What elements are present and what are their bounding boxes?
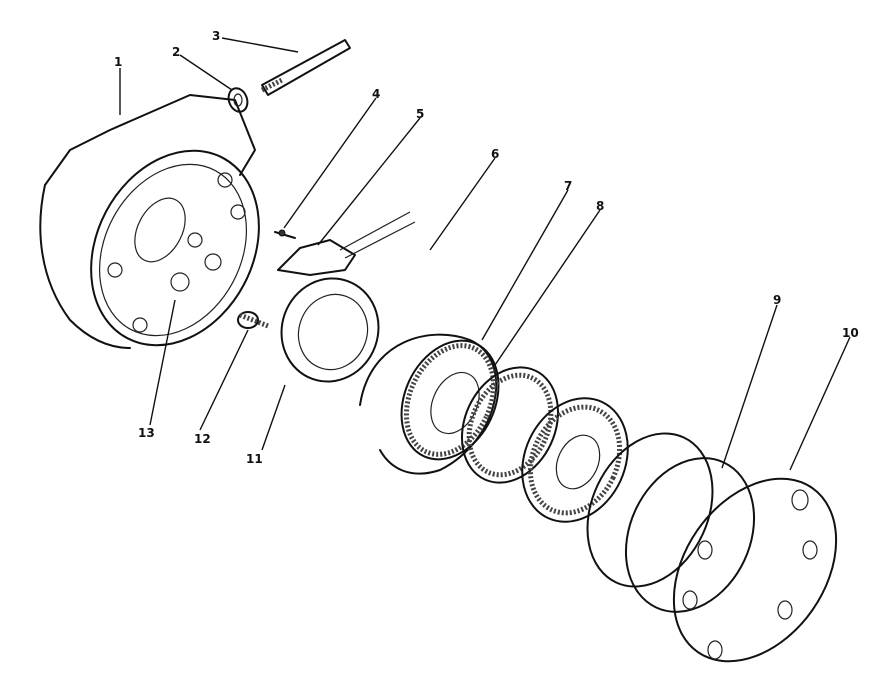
callout-3: 3	[212, 29, 220, 43]
callout-10: 10	[842, 326, 859, 340]
part-spring	[237, 311, 269, 329]
leader-lines	[119, 37, 851, 471]
part-pin	[274, 229, 296, 239]
callout-7: 7	[564, 179, 572, 193]
callout-12: 12	[194, 432, 211, 446]
callout-4: 4	[372, 87, 380, 101]
callout-1: 1	[114, 55, 122, 69]
part-cover	[672, 477, 838, 663]
callout-11: 11	[246, 452, 263, 466]
part-backing-plate	[586, 432, 756, 613]
callout-13: 13	[138, 426, 155, 440]
part-housing	[39, 94, 260, 349]
part-cam	[227, 87, 249, 113]
callout-6: 6	[491, 147, 499, 161]
part-lever	[277, 211, 416, 276]
part-shaft	[260, 39, 351, 96]
callout-5: 5	[416, 107, 424, 121]
callout-8: 8	[596, 199, 604, 213]
part-friction-discs	[359, 333, 629, 523]
callouts: 1 2 3 4 5 6 7 8 9 10 11 12 13	[114, 29, 859, 466]
callout-2: 2	[172, 45, 180, 59]
part-brake-shoe	[280, 277, 380, 383]
callout-9: 9	[773, 293, 781, 307]
